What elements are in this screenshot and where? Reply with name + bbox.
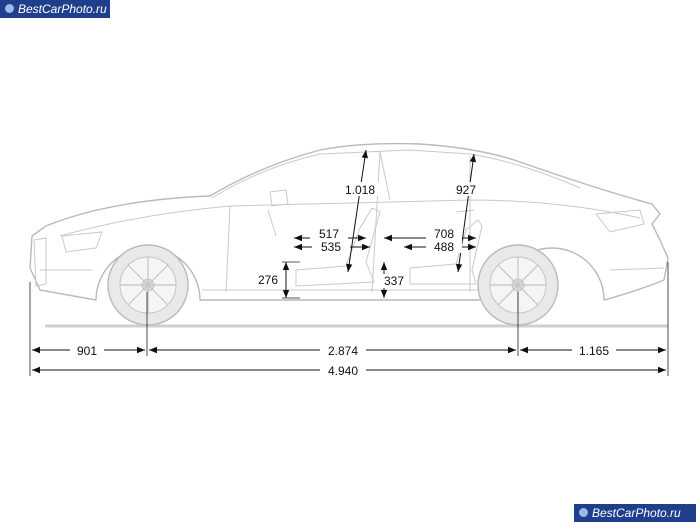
door-front <box>225 205 231 293</box>
watermark-top: BestCarPhoto.ru <box>0 0 110 18</box>
watermark-bottom: BestCarPhoto.ru <box>574 504 696 522</box>
overall-length-label: 4.940 <box>328 364 358 378</box>
front-headroom-line <box>346 149 368 273</box>
camera-dot-icon <box>579 508 588 517</box>
grille <box>33 237 47 287</box>
rear-seat-height-label: 337 <box>384 274 404 288</box>
side-mirror <box>269 189 289 207</box>
watermark-bottom-text: BestCarPhoto.ru <box>592 506 681 520</box>
door-handle <box>455 209 475 213</box>
rear-legroom-b-label: 488 <box>434 240 454 254</box>
rear-legroom-a-label: 708 <box>434 227 454 241</box>
rear-overhang-label: 1.165 <box>579 344 609 358</box>
b-pillar <box>379 151 391 201</box>
front-legroom-b-label: 535 <box>321 240 341 254</box>
steering-wheel <box>267 209 277 237</box>
headlight <box>61 231 103 253</box>
window-line <box>211 149 581 199</box>
front-seat-height-label: 276 <box>258 273 278 287</box>
rear-bumper <box>609 267 665 271</box>
door-rear <box>371 151 381 293</box>
extension-lines <box>29 262 669 376</box>
rear-headroom-line <box>455 153 477 273</box>
front-headroom-label: 1.018 <box>345 183 375 197</box>
car-body-silhouette <box>29 142 669 301</box>
front-wheel <box>107 244 189 326</box>
watermark-top-text: BestCarPhoto.ru <box>18 2 107 16</box>
front-legroom-a-label: 517 <box>319 227 339 241</box>
camera-dot-icon <box>5 4 14 13</box>
front-overhang-label: 901 <box>77 344 97 358</box>
rear-headroom-label: 927 <box>456 183 476 197</box>
tail-light <box>595 209 645 233</box>
rear-wheel <box>477 244 559 326</box>
shoulder-line <box>59 199 641 237</box>
wheelbase-label: 2.874 <box>328 344 358 358</box>
